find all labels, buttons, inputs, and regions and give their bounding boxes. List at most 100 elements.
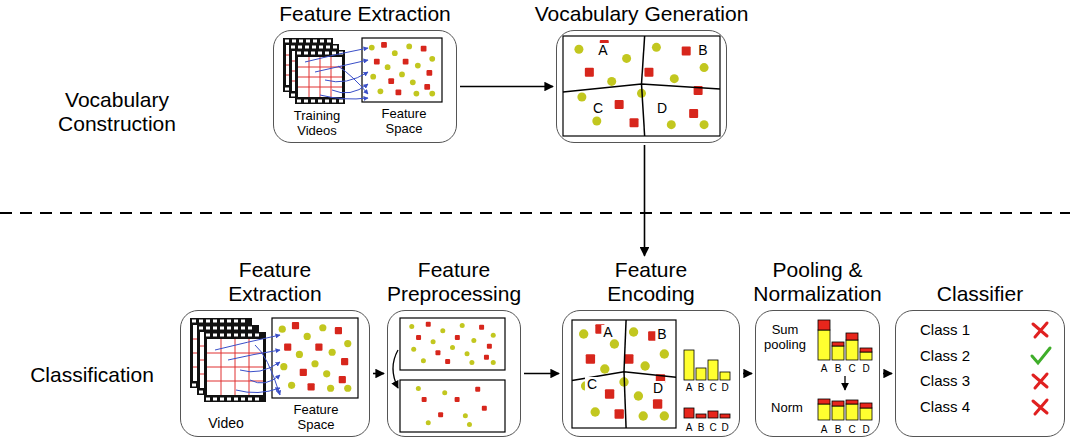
flow-arrow	[883, 373, 892, 375]
text-label: Sum pooling	[759, 323, 811, 353]
divider-dashed	[0, 212, 1070, 214]
film-hole	[312, 46, 316, 49]
feature-point	[381, 42, 387, 48]
feature-point	[653, 399, 662, 408]
pooled-bar	[860, 352, 872, 360]
feature-point	[304, 333, 311, 340]
flow-arrow	[460, 86, 553, 88]
region-letter: A	[601, 325, 614, 339]
voronoi-line	[624, 320, 626, 372]
film-hole	[227, 398, 231, 401]
process-box: Vocabulary Generation	[556, 2, 727, 143]
film-hole	[220, 334, 224, 337]
film-hole	[248, 398, 252, 401]
film-hole	[248, 334, 252, 337]
heading-row: Feature Encoding	[586, 258, 716, 306]
track-arrow	[240, 362, 280, 372]
feature-point	[339, 376, 346, 383]
feature-point	[422, 397, 427, 402]
grid-line	[249, 339, 250, 395]
feature-point	[652, 43, 661, 52]
film-hole	[227, 334, 231, 337]
film-hole	[292, 40, 296, 43]
feature-point	[463, 413, 468, 418]
feature-space	[400, 318, 505, 370]
film-hole	[291, 46, 295, 49]
grid-line	[331, 57, 332, 97]
box-heading: Feature Preprocessing	[379, 258, 529, 306]
track-arrow	[320, 95, 368, 99]
text-label: C	[848, 363, 855, 375]
text-label: Class 2	[920, 347, 970, 364]
text-label: A	[686, 382, 693, 394]
text-label: Class 1	[920, 321, 970, 338]
film-hole	[332, 100, 336, 103]
film-hole	[318, 52, 322, 55]
film-hole	[255, 334, 259, 337]
text-label: Training Videos	[282, 109, 352, 139]
pooled-bar	[846, 333, 858, 340]
film-hole	[333, 46, 337, 49]
feature-point	[344, 340, 351, 347]
film-hole	[339, 100, 343, 103]
heading-row: Feature Extraction	[210, 258, 340, 306]
feature-point	[431, 339, 436, 344]
normalized-bar	[832, 406, 844, 420]
process-box: Feature Encoding	[562, 258, 740, 437]
feature-point	[300, 369, 307, 376]
flow-arrow	[373, 373, 384, 375]
film-hole	[291, 94, 295, 97]
box-heading: Feature Encoding	[586, 258, 716, 306]
feature-point	[374, 59, 380, 65]
feature-point	[429, 56, 435, 62]
feature-point	[327, 385, 334, 392]
feature-point	[640, 361, 649, 370]
film-hole	[234, 334, 238, 337]
film-hole	[227, 327, 231, 330]
feature-point	[442, 390, 447, 395]
track-arrow	[325, 72, 368, 82]
feature-point	[634, 391, 643, 400]
feature-point	[426, 322, 431, 327]
feature-point	[426, 420, 431, 425]
feature-point	[667, 120, 676, 129]
film-hole	[255, 398, 259, 401]
feature-space	[400, 380, 505, 432]
feature-point	[415, 63, 421, 69]
film-hole	[326, 46, 330, 49]
feature-point	[315, 344, 322, 351]
normalized-bar	[818, 399, 830, 404]
text-label: A	[821, 363, 828, 375]
feature-point	[607, 77, 616, 86]
feature-point	[369, 45, 375, 51]
film-hole	[325, 52, 329, 55]
film-hole	[306, 40, 310, 43]
feature-point	[388, 78, 394, 84]
feature-point	[577, 93, 586, 102]
feature-point	[410, 79, 416, 85]
track-arrow	[338, 66, 368, 94]
feature-point	[378, 88, 384, 94]
film-hole	[234, 320, 238, 323]
film-hole	[206, 398, 210, 401]
text-label: B	[835, 424, 842, 436]
film-hole	[285, 40, 289, 43]
voronoi-line	[624, 372, 626, 428]
film-hole	[297, 52, 301, 55]
film-hole	[299, 40, 303, 43]
normalized-bar	[832, 401, 844, 406]
feature-point	[484, 355, 489, 360]
box-heading: Classifier	[937, 282, 1023, 306]
feature-point	[467, 422, 472, 427]
film-hole	[220, 398, 224, 401]
flow-arrow	[743, 373, 752, 375]
feature-point	[700, 63, 709, 72]
feature-point	[414, 91, 420, 97]
feature-point	[406, 44, 412, 50]
film-hole	[241, 334, 245, 337]
text-label: Vocabulary Construction	[37, 88, 197, 136]
film-hole	[327, 40, 331, 43]
curved-arrow	[393, 350, 398, 388]
pooled-bar	[832, 342, 844, 346]
